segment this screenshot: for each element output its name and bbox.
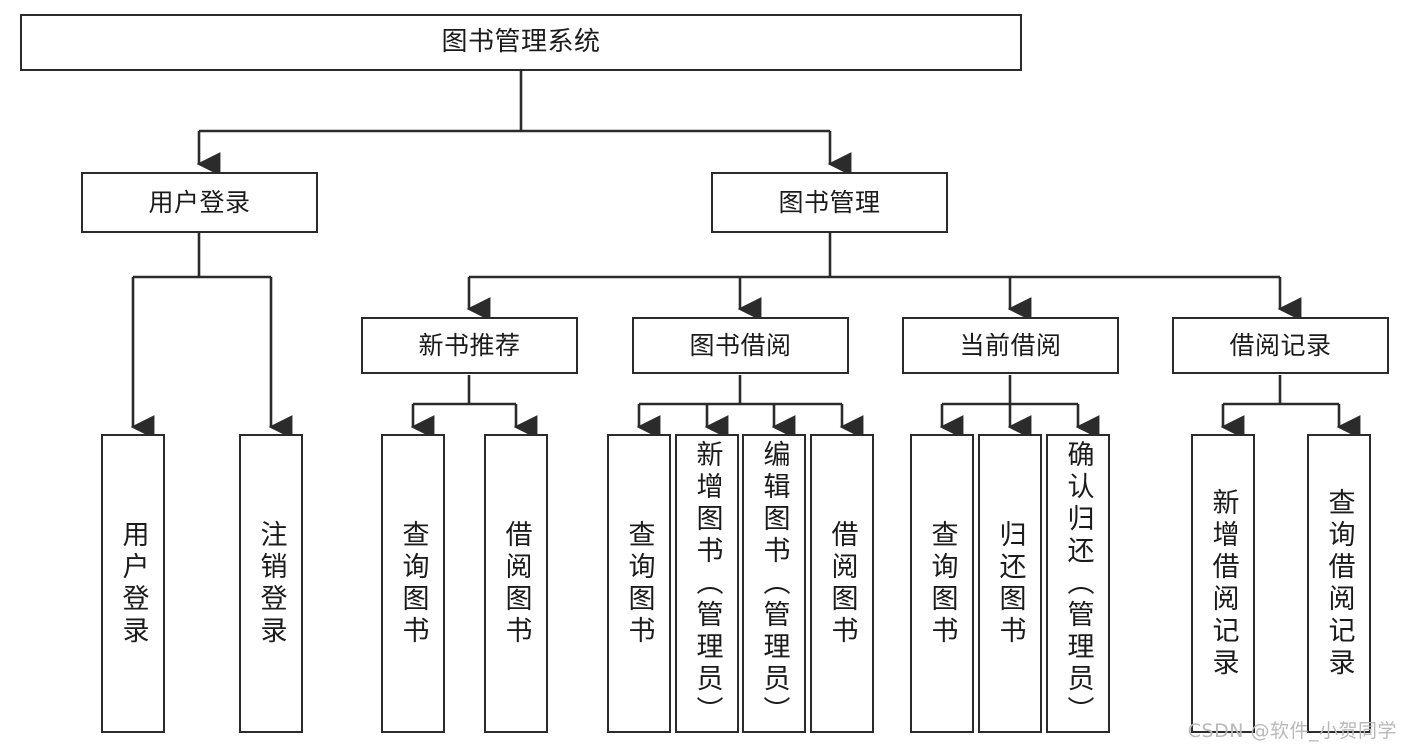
node-leaf-logout-login[interactable]: 注销登录 [239, 434, 303, 733]
node-book-manage[interactable]: 图书管理 [711, 172, 948, 233]
node-label: 新书推荐 [418, 330, 521, 360]
node-label: 注销登录 [255, 519, 287, 648]
node-current-borrow[interactable]: 当前借阅 [902, 317, 1119, 374]
node-leaf-add-borrow-record[interactable]: 新增借阅记录 [1191, 434, 1255, 733]
node-leaf-borrow-book-1[interactable]: 借阅图书 [484, 434, 548, 733]
node-leaf-query-borrow-record[interactable]: 查询借阅记录 [1307, 434, 1371, 733]
node-label: 查询图书 [926, 519, 958, 648]
node-label: 新增借阅记录 [1207, 487, 1239, 680]
node-label: 图书管理系统 [441, 27, 601, 58]
node-book-borrow[interactable]: 图书借阅 [632, 317, 849, 374]
node-label: 编辑图书（管理员） [758, 439, 790, 728]
node-leaf-query-book-2[interactable]: 查询图书 [607, 434, 671, 733]
node-label: 确认归还（管理员） [1062, 439, 1094, 728]
node-leaf-edit-book-admin[interactable]: 编辑图书（管理员） [742, 434, 806, 733]
node-root-book-management-system[interactable]: 图书管理系统 [20, 14, 1022, 71]
node-label: 当前借阅 [959, 330, 1062, 360]
watermark-text: CSDN @软件_小贺同学 [1187, 720, 1397, 742]
node-new-book-recommend[interactable]: 新书推荐 [361, 317, 578, 374]
node-user-login[interactable]: 用户登录 [81, 172, 318, 233]
node-label: 归还图书 [994, 519, 1026, 648]
node-label: 查询图书 [623, 519, 655, 648]
node-label: 查询借阅记录 [1323, 487, 1355, 680]
node-leaf-query-book-3[interactable]: 查询图书 [910, 434, 974, 733]
node-label: 图书管理 [778, 187, 881, 217]
node-label: 借阅图书 [500, 519, 532, 648]
node-label: 查询图书 [397, 519, 429, 648]
node-leaf-user-login[interactable]: 用户登录 [101, 434, 165, 733]
node-leaf-return-book[interactable]: 归还图书 [978, 434, 1042, 733]
node-label: 借阅记录 [1229, 330, 1332, 360]
node-leaf-query-book-1[interactable]: 查询图书 [381, 434, 445, 733]
node-leaf-add-book-admin[interactable]: 新增图书（管理员） [675, 434, 739, 733]
node-borrow-record[interactable]: 借阅记录 [1172, 317, 1389, 374]
node-label: 用户登录 [148, 187, 251, 217]
node-label: 借阅图书 [826, 519, 858, 648]
node-label: 图书借阅 [689, 330, 792, 360]
node-leaf-confirm-return-admin[interactable]: 确认归还（管理员） [1046, 434, 1110, 733]
node-label: 用户登录 [117, 519, 149, 648]
node-leaf-borrow-book-2[interactable]: 借阅图书 [810, 434, 874, 733]
node-label: 新增图书（管理员） [691, 439, 723, 728]
